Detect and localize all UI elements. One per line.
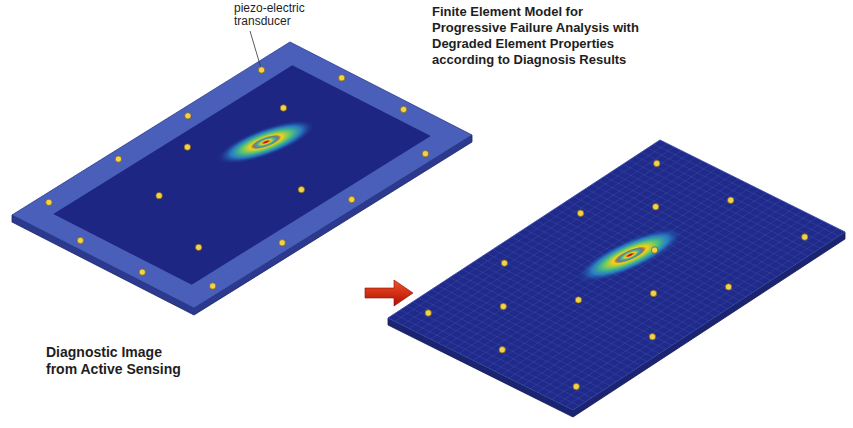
piezo-transducer bbox=[185, 113, 191, 119]
piezo-transducer bbox=[577, 210, 583, 216]
piezo-transducer bbox=[573, 383, 579, 389]
mesh-line bbox=[502, 197, 774, 375]
piezo-transducer bbox=[279, 240, 285, 246]
mesh-line bbox=[552, 221, 824, 399]
piezo-transducer bbox=[501, 260, 507, 266]
piezo-transducer bbox=[298, 186, 304, 192]
piezo-transducer bbox=[725, 284, 731, 290]
piezo-transducer bbox=[77, 237, 83, 243]
mesh-line bbox=[424, 158, 696, 336]
leader-line bbox=[250, 31, 260, 66]
mesh-line bbox=[523, 207, 795, 385]
mesh-line bbox=[530, 211, 802, 389]
mesh-line bbox=[561, 205, 746, 297]
piezo-transducer bbox=[400, 106, 406, 112]
piezo-transducer bbox=[649, 334, 655, 340]
mesh-line bbox=[545, 218, 817, 396]
callout-label: piezo-electric transducer bbox=[234, 2, 330, 28]
mesh-line bbox=[466, 179, 738, 357]
mesh-line bbox=[402, 147, 674, 325]
mesh-line bbox=[413, 302, 598, 394]
finite-element-plate bbox=[388, 140, 845, 417]
mesh-line bbox=[487, 253, 672, 345]
mesh-line bbox=[537, 214, 809, 392]
panel-caption: Diagnostic Image from Active Sensing bbox=[46, 344, 196, 378]
mesh-line bbox=[495, 193, 767, 371]
mesh-line bbox=[459, 175, 731, 353]
piezo-transducer bbox=[650, 290, 656, 296]
mesh-line bbox=[388, 140, 660, 318]
piezo-transducer bbox=[156, 192, 162, 198]
mesh-line bbox=[395, 144, 667, 322]
mesh-line bbox=[473, 182, 745, 360]
piezo-transducer bbox=[802, 234, 808, 240]
piezo-transducer bbox=[499, 347, 505, 353]
piezo-transducer bbox=[46, 199, 52, 205]
piezo-transducer bbox=[575, 297, 581, 303]
piezo-transducer bbox=[651, 247, 657, 253]
piezo-transducer bbox=[728, 197, 734, 203]
mesh-line bbox=[416, 154, 688, 332]
piezo-transducer bbox=[280, 105, 286, 111]
piezo-transducer bbox=[500, 303, 506, 309]
mesh-line bbox=[549, 213, 734, 305]
piezo-transducer bbox=[425, 310, 431, 316]
piezo-transducer bbox=[184, 144, 190, 150]
mesh-line bbox=[431, 161, 703, 339]
mesh-line bbox=[481, 186, 753, 364]
piezo-transducer bbox=[349, 196, 355, 202]
piezo-transducer bbox=[115, 156, 121, 162]
piezo-transducer bbox=[339, 75, 345, 81]
mesh-line bbox=[445, 168, 717, 346]
process-arrow bbox=[365, 280, 413, 306]
piezo-transducer bbox=[210, 283, 216, 289]
mesh-line bbox=[516, 204, 788, 382]
piezo-transducer bbox=[654, 160, 660, 166]
diagnostic-plate bbox=[12, 42, 472, 315]
piezo-transducer bbox=[139, 269, 145, 275]
mesh-line bbox=[488, 190, 760, 368]
panel-title: Finite Element Model for Progressive Fai… bbox=[432, 4, 646, 68]
piezo-transducer bbox=[652, 204, 658, 210]
piezo-transducer bbox=[195, 244, 201, 250]
mesh-line bbox=[555, 209, 740, 301]
mesh-line bbox=[559, 225, 831, 403]
mesh-line bbox=[543, 217, 728, 309]
mesh-line bbox=[509, 200, 781, 378]
mesh-line bbox=[567, 201, 752, 293]
mesh-line bbox=[438, 165, 710, 343]
piezo-transducer bbox=[422, 151, 428, 157]
mesh-line bbox=[452, 172, 724, 350]
piezo-transducer bbox=[258, 67, 264, 73]
